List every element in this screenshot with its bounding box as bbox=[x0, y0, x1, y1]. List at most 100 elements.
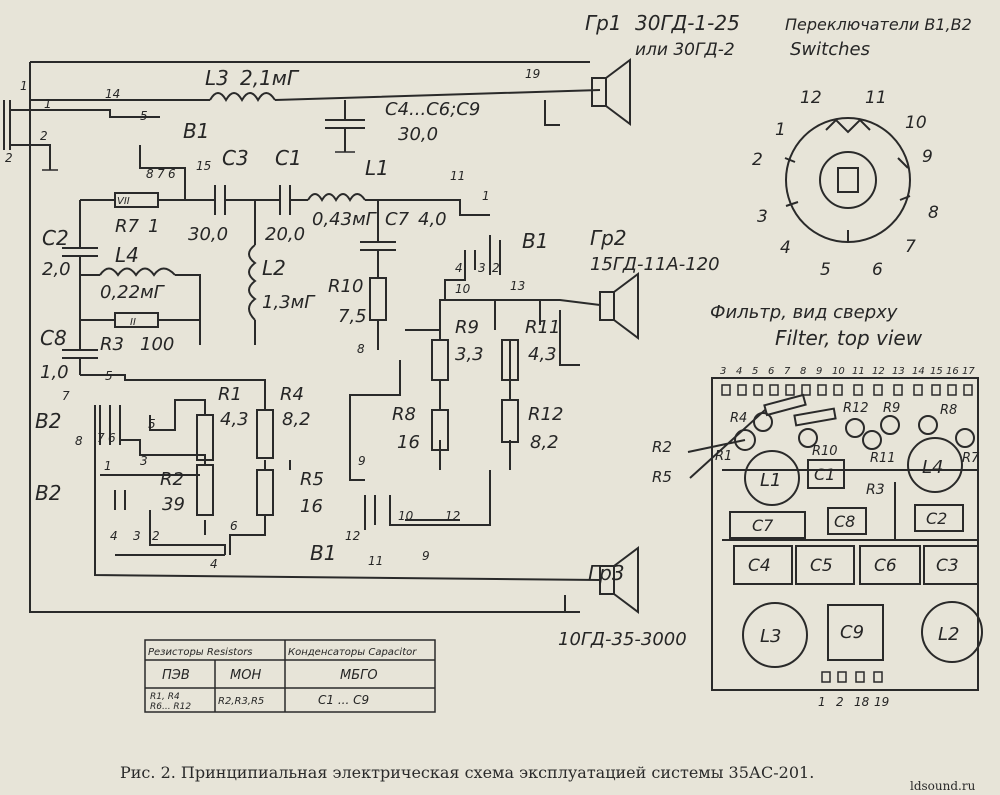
gr2-label: Гр2 bbox=[590, 226, 627, 250]
node-11b: 11 bbox=[368, 554, 383, 568]
l1-name: L1 bbox=[365, 156, 389, 180]
node-15: 15 bbox=[196, 159, 211, 173]
filter-label-c1: C1 bbox=[814, 465, 835, 484]
switch-b1-contacts bbox=[474, 235, 501, 275]
filter-label-r7: R7 bbox=[962, 451, 980, 466]
filter-label-r3: R3 bbox=[866, 482, 885, 498]
filter-label-c4: C4 bbox=[748, 556, 771, 576]
c3-value: 30,0 bbox=[188, 224, 228, 245]
inductor-l4 bbox=[99, 267, 176, 277]
filter-label-l4: L4 bbox=[922, 457, 943, 478]
l4-name: L4 bbox=[115, 243, 139, 267]
node-19: 19 bbox=[525, 67, 540, 81]
resistor-r7 bbox=[114, 192, 159, 208]
filter-l1-circle bbox=[744, 450, 800, 506]
node-12: 12 bbox=[345, 529, 360, 543]
table-header-capacitors: Конденсаторы Capacitor bbox=[288, 647, 417, 658]
filter-r12-disc bbox=[845, 418, 865, 438]
r2-value: 39 bbox=[162, 494, 185, 515]
l4-value: 0,22мГ bbox=[100, 282, 166, 303]
c3-name: C3 bbox=[222, 146, 249, 170]
schematic-labels: Гр1 30ГД-1-25 или 30ГД-2 Переключатели В… bbox=[5, 11, 972, 650]
node-side-2: 2 bbox=[5, 151, 13, 165]
table-cell-r6r12: R6... R12 bbox=[150, 702, 191, 712]
switches-note-ru: Переключатели В1,В2 bbox=[785, 15, 972, 34]
resistor-r10 bbox=[369, 277, 387, 321]
node-11: 11 bbox=[450, 169, 465, 183]
switch-b1-label-right: В1 bbox=[522, 229, 548, 253]
filter-r1-body bbox=[793, 407, 837, 427]
filter-bottom-pin-18: 18 bbox=[854, 695, 870, 709]
filter-c8-box bbox=[827, 507, 867, 535]
node-6c: 6 bbox=[108, 431, 116, 445]
wire-input-1 bbox=[10, 109, 160, 118]
filter-r8-disc bbox=[918, 415, 938, 435]
wire-b2-r1 bbox=[149, 399, 206, 431]
wiring bbox=[3, 61, 601, 613]
l2-value: 1,3мГ bbox=[262, 292, 316, 313]
wire-input-2 bbox=[10, 144, 51, 170]
r5-name: R5 bbox=[300, 469, 324, 490]
resistor-r2 bbox=[196, 464, 214, 516]
parts-table: Резисторы Resistors Конденсаторы Capacit… bbox=[144, 639, 436, 713]
switch-pos-7: 7 bbox=[905, 237, 916, 257]
inductor-l1 bbox=[307, 193, 366, 202]
cap-c4c9 bbox=[325, 100, 365, 152]
filter-label-c2: C2 bbox=[926, 509, 947, 528]
table-header-resistors: Резисторы Resistors bbox=[148, 647, 253, 658]
filter-c4-box bbox=[733, 545, 793, 585]
filter-bottom-pin-19: 19 bbox=[874, 695, 889, 709]
filter-pin-16: 16 bbox=[946, 366, 959, 377]
wire-b2-top bbox=[80, 374, 266, 410]
switches-note-en: Switches bbox=[790, 39, 870, 60]
filter-lead-r5: R5 bbox=[652, 468, 672, 486]
r7-inner: VII bbox=[117, 196, 130, 207]
gr2-model: 15ГД-11А-120 bbox=[590, 254, 720, 275]
speaker-gr1 bbox=[591, 58, 631, 126]
wire-r4-r5 bbox=[229, 460, 291, 555]
wire-b1-lower bbox=[364, 470, 491, 530]
filter-l4-circle bbox=[907, 437, 963, 493]
filter-title-ru: Фильтр, вид сверху bbox=[710, 302, 898, 323]
l2-name: L2 bbox=[262, 256, 286, 280]
node-1c: 1 bbox=[104, 459, 112, 473]
cap-c1 bbox=[279, 185, 291, 215]
node-2c: 2 bbox=[152, 529, 160, 543]
resistor-r4 bbox=[256, 409, 274, 459]
filter-l3-circle bbox=[742, 602, 808, 668]
wire-gr2 bbox=[494, 300, 580, 366]
filter-leads bbox=[687, 409, 766, 479]
speaker-gr2 bbox=[599, 272, 639, 340]
r7-value: 1 bbox=[148, 216, 159, 237]
frame-wire bbox=[29, 61, 590, 613]
filter-label-c7: C7 bbox=[752, 516, 774, 535]
filter-l2-circle bbox=[921, 601, 983, 663]
c7-value: 4,0 bbox=[418, 209, 447, 230]
filter-label-r11: R11 bbox=[870, 451, 896, 466]
table-cell-mon: МОН bbox=[230, 668, 261, 683]
c8-value: 1,0 bbox=[40, 362, 69, 383]
r3-value: 100 bbox=[140, 334, 174, 355]
table-cell-r2r3r5: R2,R3,R5 bbox=[218, 696, 264, 707]
switch-pos-9: 9 bbox=[922, 147, 933, 167]
switch-top-view bbox=[784, 117, 911, 243]
node-5c: 5 bbox=[148, 417, 156, 431]
filter-pin-4: 4 bbox=[736, 366, 742, 377]
filter-c6-box bbox=[859, 545, 921, 585]
filter-bottom-pin-2: 2 bbox=[836, 695, 844, 709]
filter-pin-8: 8 bbox=[800, 366, 806, 377]
filter-title-en: Filter, top view bbox=[775, 326, 923, 350]
gr1-label: Гр1 bbox=[585, 11, 622, 35]
inductor-l2 bbox=[248, 244, 257, 321]
filter-pin-12: 12 bbox=[872, 366, 885, 377]
wire-b2-bottom bbox=[114, 490, 226, 556]
switch-b2-label-top: В2 bbox=[35, 409, 61, 433]
filter-pin-11: 11 bbox=[852, 366, 865, 377]
node-3: 3 bbox=[478, 261, 486, 275]
filter-label-r8: R8 bbox=[940, 403, 957, 418]
filter-c5-box bbox=[795, 545, 855, 585]
node-3c: 3 bbox=[140, 454, 148, 468]
filter-label-c9: C9 bbox=[840, 622, 864, 643]
node-4b: 4 bbox=[110, 529, 118, 543]
